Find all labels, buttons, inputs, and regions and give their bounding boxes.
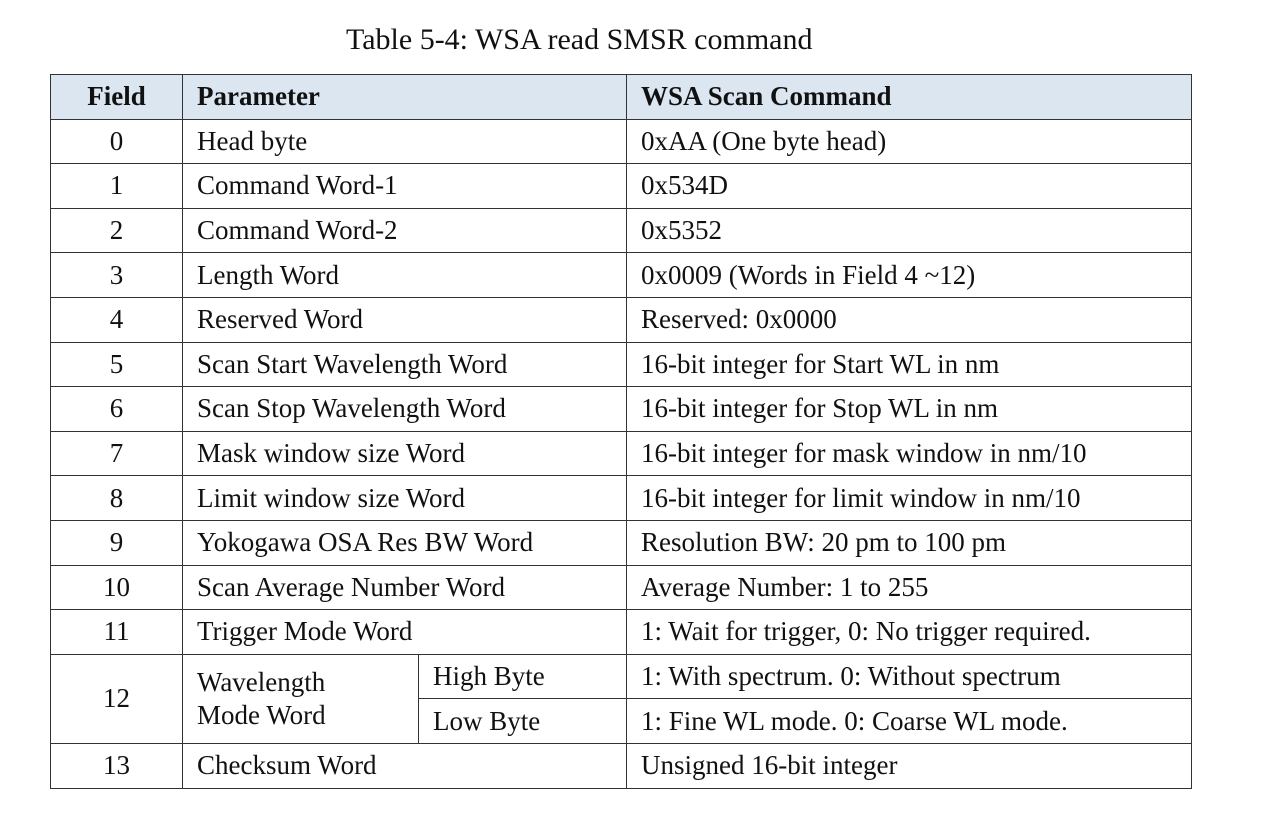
table-row: 9 Yokogawa OSA Res BW Word Resolution BW…: [50, 519, 1193, 566]
parameter-cell: Yokogawa OSA Res BW Word: [181, 519, 628, 566]
wavelength-mode-parameter-cell: Wavelength Mode Word: [182, 653, 419, 744]
parameter-cell: Checksum Word: [181, 742, 628, 789]
wavelength-mode-row-high: 12 Wavelength Mode Word High Byte 1: Wit…: [50, 653, 1193, 744]
table-row: 1 Command Word-1 0x534D: [50, 163, 1193, 209]
command-cell: Unsigned 16-bit integer: [626, 742, 1193, 789]
table-row: 2 Command Word-2 0x5352: [50, 207, 1193, 254]
command-cell: 1: Wait for trigger, 0: No trigger requi…: [626, 609, 1193, 655]
header-parameter: Parameter: [181, 74, 628, 120]
field-cell: 7: [50, 430, 183, 477]
field-cell: 6: [50, 386, 183, 432]
parameter-cell: Command Word-1: [181, 163, 628, 209]
field-cell: 10: [50, 564, 183, 611]
field-cell: 1: [50, 163, 183, 209]
field-cell: 0: [50, 118, 183, 165]
parameter-cell: Length Word: [181, 252, 628, 298]
header-command: WSA Scan Command: [626, 74, 1193, 120]
parameter-line-2: Mode Word: [197, 699, 326, 730]
table-row: 7 Mask window size Word 16-bit integer f…: [50, 430, 1193, 477]
field-cell: 11: [50, 609, 183, 655]
parameter-cell: Head byte: [181, 118, 628, 165]
table-row: 11 Trigger Mode Word 1: Wait for trigger…: [50, 609, 1193, 655]
field-cell: 9: [50, 519, 183, 566]
header-field: Field: [50, 74, 183, 120]
field-cell: 2: [50, 207, 183, 254]
command-cell: 16-bit integer for limit window in nm/10: [626, 475, 1193, 521]
command-cell: 1: Fine WL mode. 0: Coarse WL mode.: [626, 698, 1193, 744]
table-row: 8 Limit window size Word 16-bit integer …: [50, 475, 1193, 521]
table-caption: Table 5-4: WSA read SMSR command: [346, 23, 813, 56]
field-cell: 4: [50, 296, 183, 343]
field-cell: 8: [50, 475, 183, 521]
field-cell: 5: [50, 341, 183, 388]
table-row: 10 Scan Average Number Word Average Numb…: [50, 564, 1193, 611]
field-cell: 3: [50, 252, 183, 298]
table-row: 0 Head byte 0xAA (One byte head): [50, 118, 1193, 165]
command-cell: 0x0009 (Words in Field 4 ~12): [626, 252, 1193, 298]
command-cell: 16-bit integer for Stop WL in nm: [626, 386, 1193, 432]
parameter-cell: Command Word-2: [181, 207, 628, 254]
parameter-cell: Scan Average Number Word: [181, 564, 628, 611]
table-row: 5 Scan Start Wavelength Word 16-bit inte…: [50, 341, 1193, 388]
command-cell: Average Number: 1 to 255: [626, 564, 1193, 611]
table-row: 3 Length Word 0x0009 (Words in Field 4 ~…: [50, 252, 1193, 298]
parameter-cell: Trigger Mode Word: [181, 609, 628, 655]
field-cell: 13: [50, 742, 183, 789]
parameter-cell: Scan Stop Wavelength Word: [181, 386, 628, 432]
parameter-cell: Limit window size Word: [181, 475, 628, 521]
command-cell: 0x5352: [626, 207, 1193, 254]
command-cell: 1: With spectrum. 0: Without spectrum: [626, 653, 1193, 700]
command-table: Field Parameter WSA Scan Command 0 Head …: [50, 74, 1193, 789]
table-row: 4 Reserved Word Reserved: 0x0000: [50, 296, 1193, 343]
field-cell: 12: [50, 653, 183, 744]
parameter-cell: Mask window size Word: [181, 430, 628, 477]
command-cell: 16-bit integer for mask window in nm/10: [626, 430, 1193, 477]
parameter-cell: Scan Start Wavelength Word: [181, 341, 628, 388]
command-cell: 0x534D: [626, 163, 1193, 209]
high-byte-cell: High Byte: [417, 653, 628, 700]
parameter-line-1: Wavelength: [197, 666, 326, 697]
wavelength-mode-row-low: Low Byte 1: Fine WL mode. 0: Coarse WL m…: [51, 698, 1193, 744]
low-byte-cell: Low Byte: [417, 698, 628, 744]
command-cell: Resolution BW: 20 pm to 100 pm: [626, 519, 1193, 566]
command-cell: 0xAA (One byte head): [626, 118, 1193, 165]
table-row: 6 Scan Stop Wavelength Word 16-bit integ…: [50, 386, 1193, 432]
table-row: 13 Checksum Word Unsigned 16-bit integer: [50, 742, 1193, 789]
command-cell: 16-bit integer for Start WL in nm: [626, 341, 1193, 388]
parameter-cell: Reserved Word: [181, 296, 628, 343]
header-row: Field Parameter WSA Scan Command: [50, 74, 1193, 120]
command-cell: Reserved: 0x0000: [626, 296, 1193, 343]
